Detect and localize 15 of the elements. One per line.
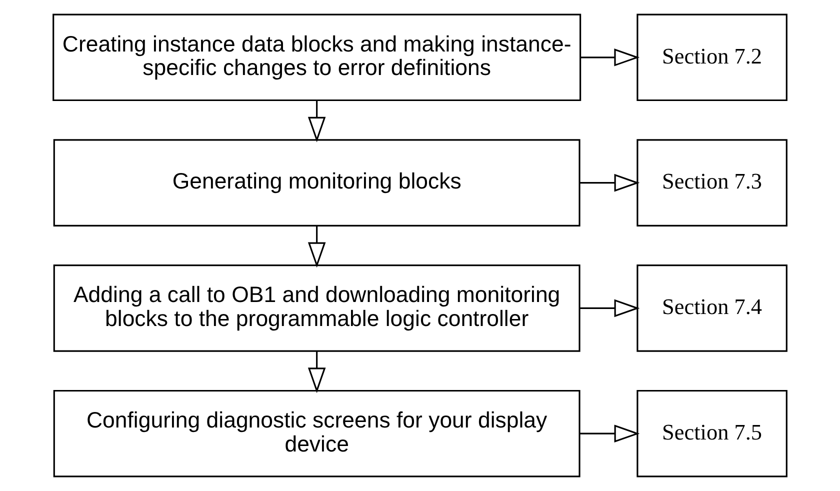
node-box: Generating monitoring blocks [53,139,580,226]
arrow [308,351,326,394]
node-box: Section 7.3 [636,139,788,226]
node-box: Section 7.4 [636,264,788,352]
node-box: Section 7.2 [636,14,788,102]
arrow [308,100,326,142]
arrow [580,299,640,318]
node-box: Adding a call to OB1 and downloading monitoring blocks to the programmable logic controller [53,264,580,352]
arrow [580,48,640,66]
node-box: Creating instance data blocks and making instance-specific changes to error definitions [52,14,582,102]
arrow [308,226,326,268]
arrow [580,174,640,192]
node-box: Configuring diagnostic screens for your display device [53,390,580,478]
node-box: Section 7.5 [636,390,788,478]
arrow [580,424,640,442]
